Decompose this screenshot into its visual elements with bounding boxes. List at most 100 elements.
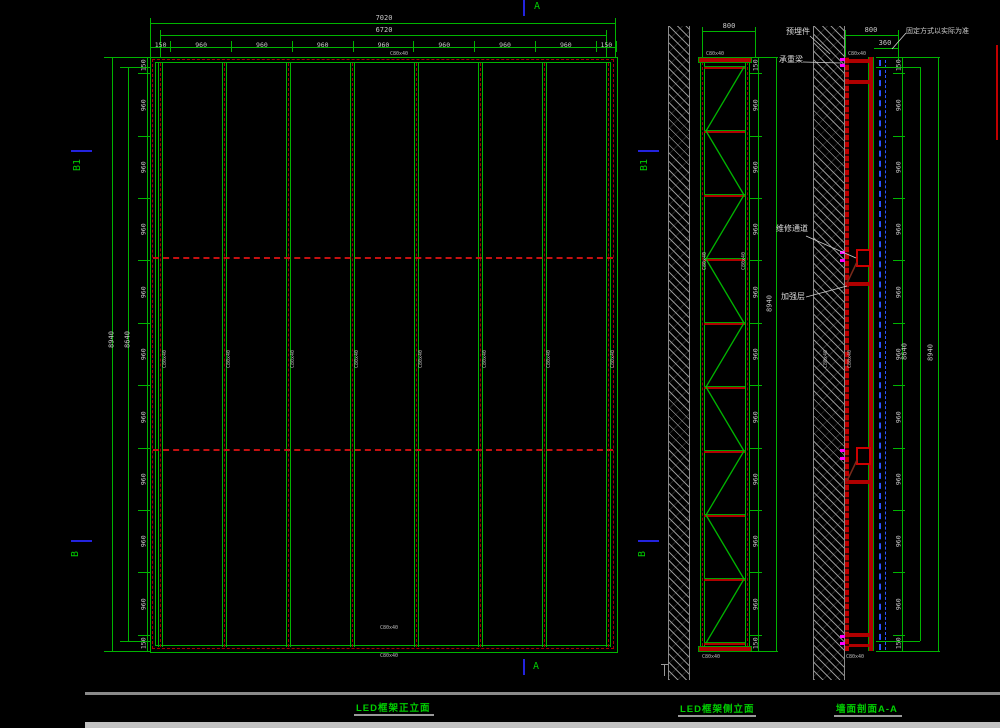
member-size-label: C80x40 xyxy=(380,653,399,659)
dim-line-side-top xyxy=(702,31,755,32)
dim-segment-cell: 960 xyxy=(893,447,905,510)
side-horizontal-member xyxy=(704,642,745,645)
dim-segment-cell: 960 xyxy=(893,73,905,135)
bearing-beam-top xyxy=(849,59,869,63)
side-horizontal-member xyxy=(704,258,745,261)
dim-segment-value: 960 xyxy=(377,41,390,49)
front-reinforce-row xyxy=(153,449,613,451)
dim-segment-cell: 960 xyxy=(474,41,535,52)
dim-segment-cell: 150 xyxy=(750,634,762,651)
side-horizontal-member xyxy=(704,514,745,517)
section-mark-a-bottom xyxy=(523,659,525,675)
member-size-label: C80x40 xyxy=(706,51,725,57)
dim-segment-cell: 960 xyxy=(138,260,150,322)
dim-segment-cell: 960 xyxy=(291,41,353,52)
section-label-a-top: A xyxy=(534,1,541,12)
dim-segment-cell: 960 xyxy=(534,41,596,52)
ext-line xyxy=(702,27,703,57)
grid-mark-b1-right xyxy=(638,150,659,152)
anchor-mark xyxy=(840,64,845,67)
dim-segment-cell: 960 xyxy=(138,73,150,135)
bracket-struts xyxy=(846,261,858,482)
side-top-plate xyxy=(698,57,752,63)
side-horizontal-member xyxy=(704,322,745,325)
access-bracket xyxy=(856,249,871,267)
dim-segment-value: 960 xyxy=(499,41,511,49)
dim-segment-cell: 960 xyxy=(893,260,905,322)
anchor-mark xyxy=(840,449,845,452)
ext-line xyxy=(615,18,616,57)
dim-segment-cell: 960 xyxy=(750,572,762,634)
side-horizontal-member xyxy=(704,130,745,133)
dim-line-left-overall xyxy=(112,57,113,651)
ext-line xyxy=(876,57,940,58)
anchor-mark xyxy=(840,642,845,645)
dim-segment-cell: 150 xyxy=(893,634,905,651)
side-horizontal-member xyxy=(704,450,745,453)
dim-top-inner: 6720 xyxy=(375,26,393,34)
truss-diagonals xyxy=(705,66,745,644)
front-vertical-member xyxy=(414,63,419,647)
member-size-label: C80x40 xyxy=(380,625,399,631)
led-screen-line xyxy=(885,60,886,650)
side-chord-right xyxy=(745,57,750,651)
dim-segment-cell: 960 xyxy=(138,135,150,198)
dim-segment-cell: 960 xyxy=(352,41,414,52)
dim-line-section-offset xyxy=(874,48,898,49)
dim-segment-cell: 150 xyxy=(750,57,762,73)
dim-line-left-segments xyxy=(147,57,148,651)
side-bottom-plate xyxy=(698,646,752,652)
access-bracket xyxy=(856,447,871,465)
member-size-label: C80x40 xyxy=(390,51,409,57)
dim-side-top: 800 xyxy=(722,22,736,30)
reinforce-beam xyxy=(845,282,873,286)
dim-segment-cell: 960 xyxy=(138,510,150,572)
ext-line xyxy=(898,30,899,60)
caption-section-underline xyxy=(834,715,902,717)
dim-segment-cell: 960 xyxy=(893,322,905,385)
dim-segment-cell: 960 xyxy=(750,510,762,572)
side-horizontal-member xyxy=(704,66,745,69)
dim-segment-cell: 960 xyxy=(893,385,905,447)
ext-line xyxy=(845,30,846,57)
dim-segment-cell: 960 xyxy=(750,385,762,447)
dim-segment-value: 150 xyxy=(154,41,167,49)
front-vertical-member xyxy=(542,63,547,647)
member-size-label: C80x40 xyxy=(702,654,721,660)
dim-line-top-inner xyxy=(160,35,606,36)
dim-segment-cell: 960 xyxy=(893,572,905,634)
dim-segment-cell: 150 xyxy=(595,41,616,52)
ext-line xyxy=(750,57,778,58)
member-size-label: C80x40 xyxy=(848,51,867,57)
dim-segment-cell: 960 xyxy=(413,41,474,52)
led-screen-line xyxy=(879,60,881,650)
caption-side-underline xyxy=(678,715,756,717)
dim-segment-value: 960 xyxy=(559,41,572,49)
dim-segment-cell: 960 xyxy=(750,197,762,260)
dim-segment-cell: 960 xyxy=(138,572,150,634)
dim-segment-cell: 960 xyxy=(138,322,150,385)
dim-line-section-overall xyxy=(938,57,939,651)
ext-line xyxy=(876,651,940,652)
front-frame-outer xyxy=(150,57,618,653)
dim-line-section-segments xyxy=(902,57,903,651)
dim-segment-cell: 960 xyxy=(893,135,905,198)
bottom-beam2 xyxy=(849,644,869,647)
dim-segment-value: 960 xyxy=(316,41,329,49)
dim-segment-cell: 960 xyxy=(750,322,762,385)
grid-mark-b1-left xyxy=(71,150,92,152)
dim-line-section-top xyxy=(845,35,898,36)
annotation-embed-part: 预埋件 xyxy=(786,27,810,36)
dim-line-top-overall xyxy=(150,23,616,24)
bearing-beam-top2 xyxy=(849,80,873,84)
dim-segment-cell: 960 xyxy=(138,447,150,510)
window-bottom-bar[interactable] xyxy=(85,722,1000,728)
dim-segment-cell: 960 xyxy=(750,447,762,510)
caption-section-view: 墙面剖面A-A xyxy=(836,704,898,715)
front-reinforce-row xyxy=(153,257,613,259)
front-vertical-member xyxy=(222,63,227,647)
anchor-mark xyxy=(840,457,845,460)
